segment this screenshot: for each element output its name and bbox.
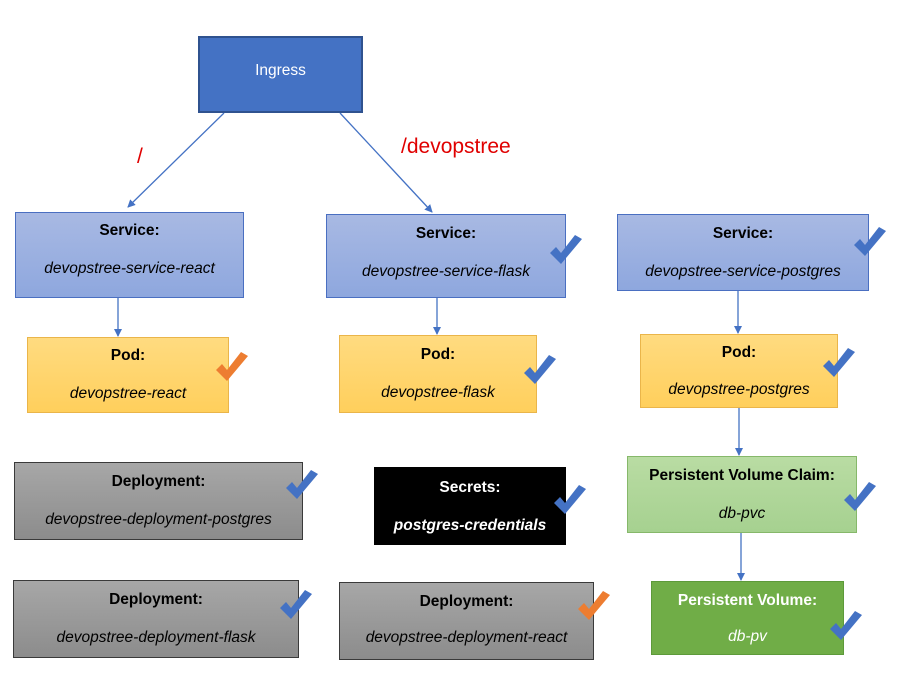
- secret-title: Secrets:: [439, 479, 501, 496]
- service-postgres-name: devopstree-service-postgres: [645, 263, 841, 280]
- service-react-box: Service: devopstree-service-react: [15, 212, 244, 298]
- checkmark-icon: [524, 355, 556, 384]
- service-postgres-box: Service: devopstree-service-postgres: [617, 214, 869, 291]
- checkmark-icon: [854, 227, 886, 256]
- deployment-flask-box: Deployment: devopstree-deployment-flask: [13, 580, 299, 658]
- checkmark-icon: [844, 482, 876, 511]
- pod-postgres-title: Pod:: [721, 344, 757, 361]
- ingress-to-flask-service-arrow: [339, 112, 433, 213]
- pvc-box: Persistent Volume Claim: db-pvc: [627, 456, 857, 533]
- service-react-title: Service:: [99, 222, 160, 239]
- pod-postgres-name: devopstree-postgres: [668, 381, 810, 398]
- secret-name: postgres-credentials: [393, 517, 547, 534]
- pvc-title: Persistent Volume Claim:: [649, 467, 835, 484]
- checkmark-icon: [823, 348, 855, 377]
- pv-box: Persistent Volume: db-pv: [651, 581, 844, 655]
- deployment-react-title: Deployment:: [419, 593, 514, 610]
- ingress-to-react-service-arrow: [127, 112, 225, 208]
- pod-flask-title: Pod:: [420, 346, 456, 363]
- pv-title: Persistent Volume:: [677, 592, 818, 609]
- deployment-flask-title: Deployment:: [109, 591, 203, 608]
- service-flask-name: devopstree-service-flask: [362, 263, 530, 280]
- pod-postgres-box: Pod: devopstree-postgres: [640, 334, 838, 408]
- service-react-name: devopstree-service-react: [44, 260, 215, 277]
- checkmark-icon: [830, 611, 862, 640]
- ingress-box: Ingress: [198, 36, 363, 113]
- route-devopstree-label: /devopstree: [401, 135, 511, 158]
- deployment-react-name: devopstree-deployment-react: [365, 629, 568, 646]
- checkmark-icon: [550, 235, 582, 264]
- checkmark-icon: [216, 352, 248, 381]
- pod-flask-name: devopstree-flask: [381, 384, 495, 401]
- service-flask-title: Service:: [415, 225, 477, 242]
- pv-name: db-pv: [728, 628, 767, 645]
- pod-react-name: devopstree-react: [69, 385, 187, 402]
- pod-react-title: Pod:: [110, 347, 146, 364]
- ingress-label: Ingress: [255, 62, 306, 79]
- deployment-postgres-box: Deployment: devopstree-deployment-postgr…: [14, 462, 303, 540]
- service-flask-box: Service: devopstree-service-flask: [326, 214, 566, 298]
- deployment-postgres-name: devopstree-deployment-postgres: [45, 511, 272, 528]
- route-root-label: /: [137, 145, 143, 168]
- deployment-flask-name: devopstree-deployment-flask: [56, 629, 256, 646]
- deployment-postgres-title: Deployment:: [111, 473, 206, 490]
- service-postgres-title: Service:: [712, 225, 774, 242]
- pod-flask-box: Pod: devopstree-flask: [339, 335, 537, 413]
- pvc-name: db-pvc: [718, 505, 766, 522]
- pod-react-box: Pod: devopstree-react: [27, 337, 229, 413]
- checkmark-icon: [280, 590, 312, 619]
- checkmark-icon: [286, 470, 318, 499]
- secret-box: Secrets: postgres-credentials: [374, 467, 566, 545]
- checkmark-icon: [578, 591, 610, 620]
- checkmark-icon: [554, 485, 586, 514]
- deployment-react-box: Deployment: devopstree-deployment-react: [339, 582, 594, 660]
